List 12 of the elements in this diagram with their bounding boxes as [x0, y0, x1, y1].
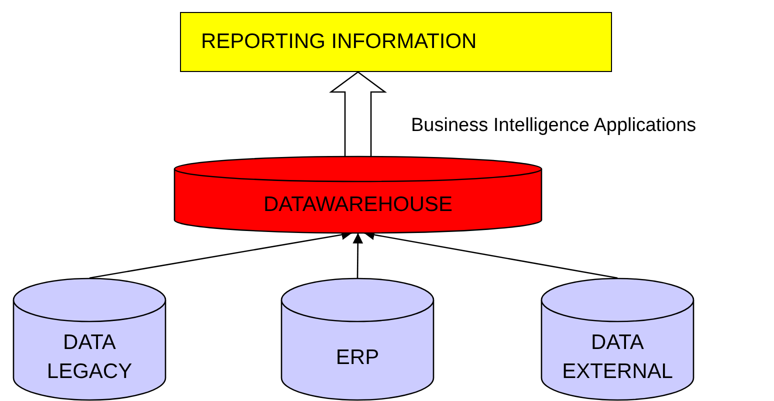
block-arrow [329, 71, 387, 158]
database-cylinder [13, 278, 166, 400]
node-label: DATA LEGACY [46, 330, 134, 385]
arrow [352, 233, 364, 278]
node-label: DATAWAREHOUSE [263, 192, 452, 218]
process-box [180, 12, 612, 72]
node-label: ERP [336, 344, 380, 370]
database-cylinder [174, 156, 542, 233]
node-label: DATA EXTERNAL [561, 330, 674, 385]
node-label: REPORTING INFORMATION [201, 29, 477, 56]
database-cylinder [281, 278, 434, 400]
database-cylinder [541, 278, 694, 400]
